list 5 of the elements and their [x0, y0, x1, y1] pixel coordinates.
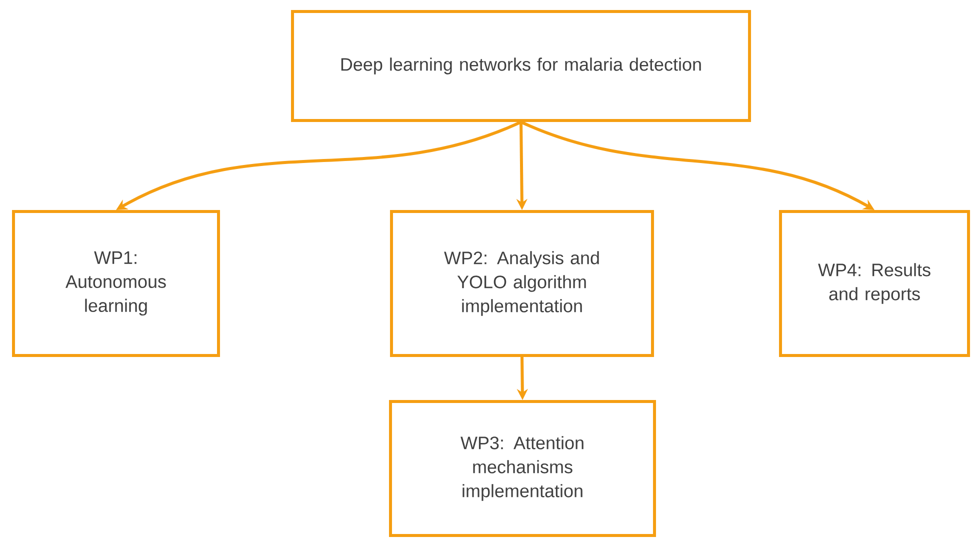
- process-box: WP4: Results and reports: [779, 210, 970, 357]
- process-box: WP1: Autonomous learning: [12, 210, 220, 357]
- process-box: Deep learning networks for malaria detection: [291, 10, 752, 122]
- process-box: WP2: Analysis and YOLO algorithm implementation: [390, 210, 654, 357]
- process-box: WP3: Attention mechanisms implementation: [389, 400, 656, 537]
